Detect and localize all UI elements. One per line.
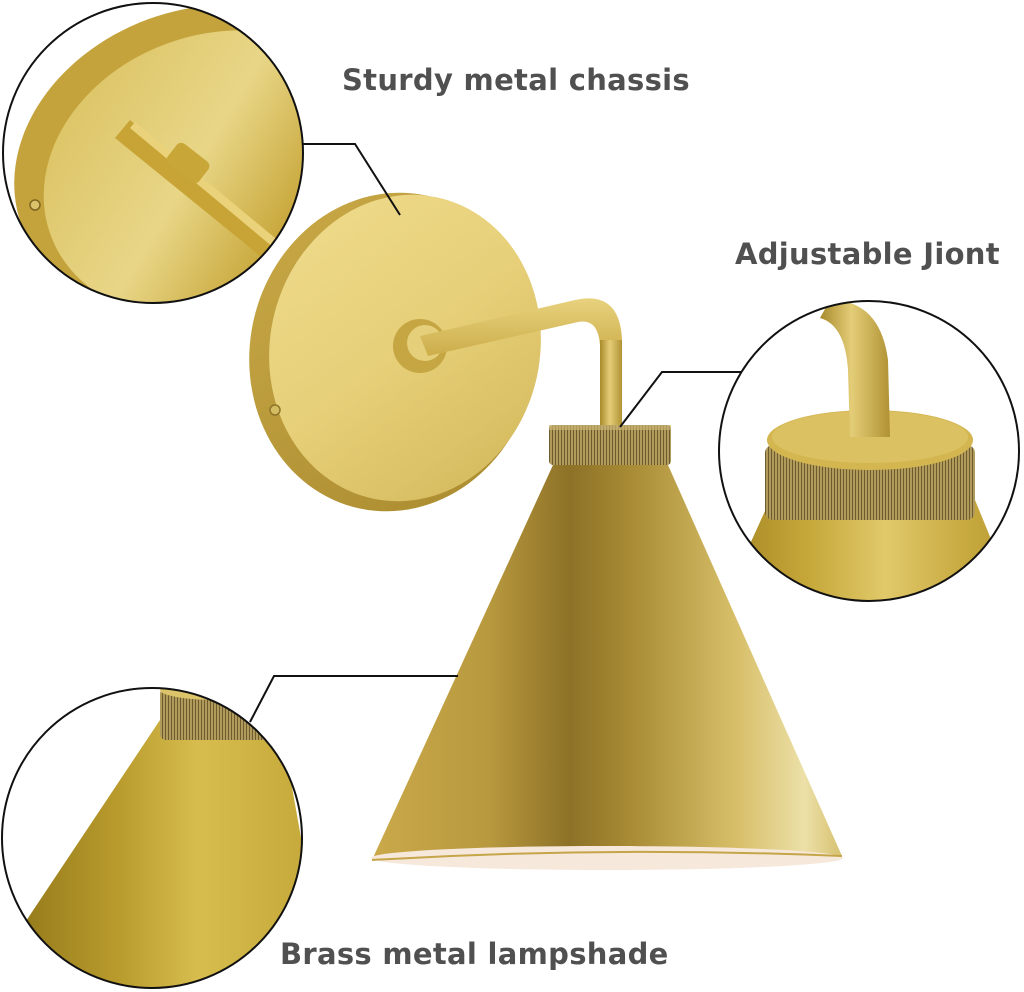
leader-line-joint <box>619 371 741 428</box>
callout-joint-zoom <box>718 300 1020 602</box>
leader-line-shade <box>249 675 458 723</box>
lamp-arm <box>393 298 622 432</box>
leader-line-chassis <box>303 143 401 216</box>
screw-icon <box>269 404 281 416</box>
label-brass-metal-lampshade: Brass metal lampshade <box>280 937 669 971</box>
label-sturdy-metal-chassis: Sturdy metal chassis <box>342 63 690 97</box>
lamp-shade <box>371 425 843 870</box>
callout-shade-zoom <box>1 687 303 989</box>
label-adjustable-joint: Adjustable Jiont <box>735 237 1000 271</box>
knurled-collar <box>549 425 671 465</box>
